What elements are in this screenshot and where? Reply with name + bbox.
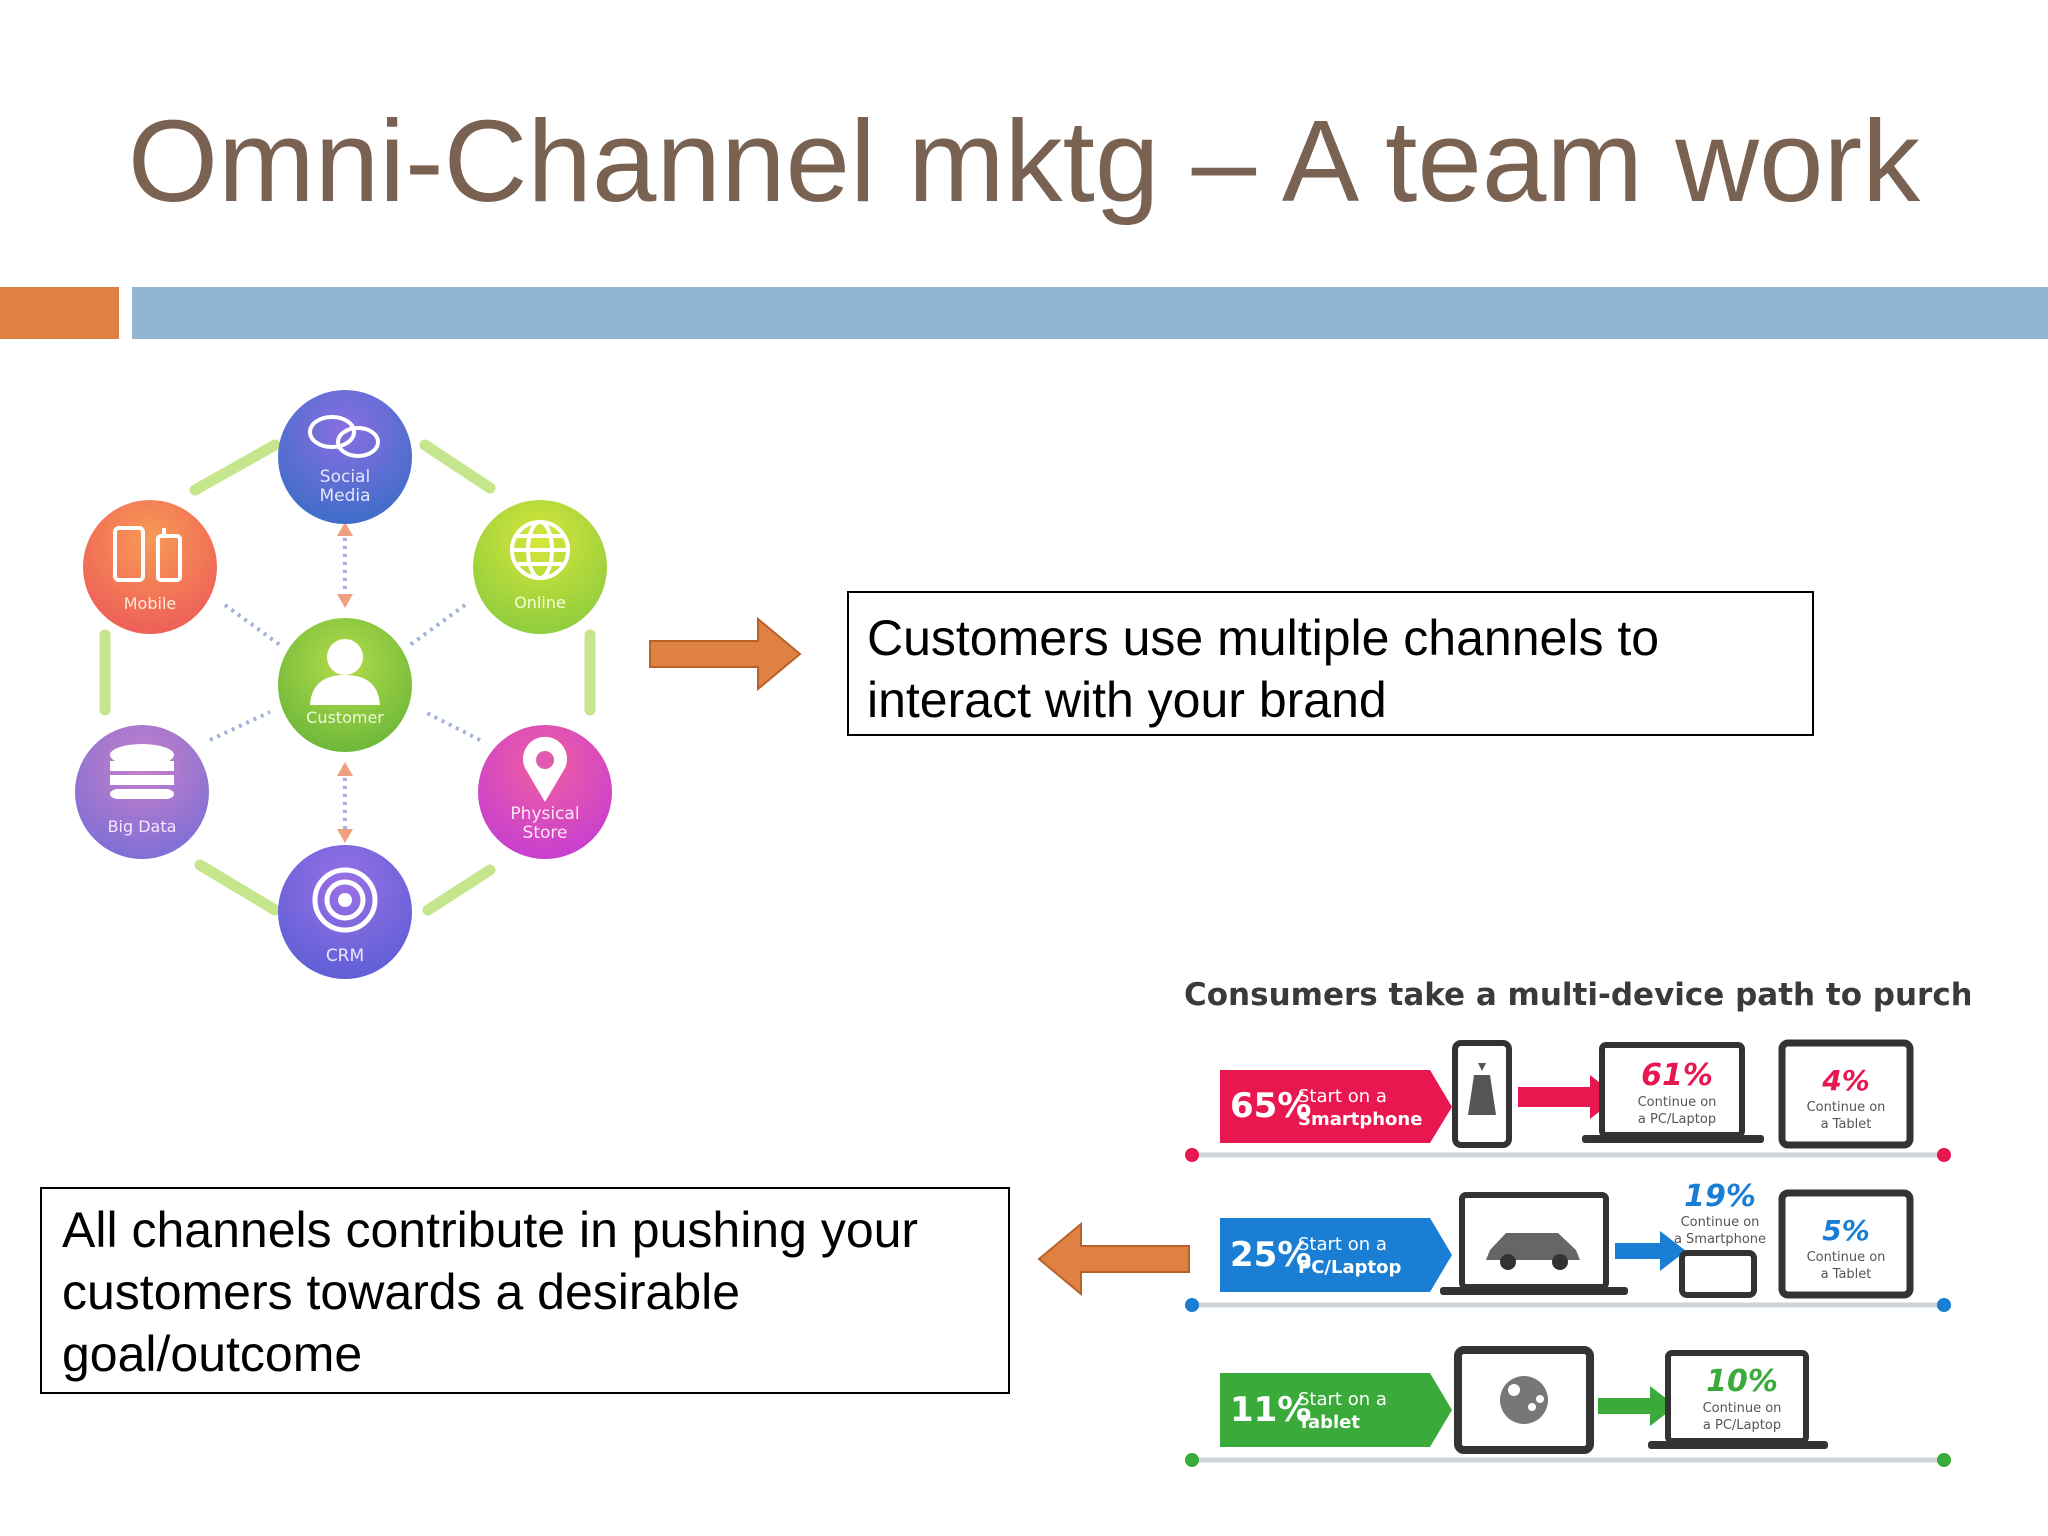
laptop-icon [1582,1042,1764,1143]
step-line1: Continue on [1807,1100,1886,1115]
start-percent: 11% [1230,1390,1311,1430]
speech-bubbles-icon [308,415,380,458]
step-percent: 19% [1684,1179,1756,1214]
ring-connectors [99,439,596,916]
step-line1: Continue on [1638,1095,1717,1110]
channel-node-social-media: Social Media [278,390,412,524]
start-percent: 25% [1230,1235,1311,1275]
gamepad-icon [1500,1376,1548,1424]
start-line1: Start on a [1298,1234,1387,1255]
arrow-icon [1598,1386,1676,1426]
node-label-line2: Media [319,486,370,506]
slide-title: Omni-Channel mktg – A team work [127,96,1921,226]
start-line1: Start on a [1298,1389,1387,1410]
arrow-icon [1518,1075,1618,1119]
arrow-heads [337,522,353,843]
phone-icon [113,526,182,582]
node-label: Big Data [108,817,177,836]
step-percent: 5% [1822,1214,1870,1247]
tablet-icon [1778,1189,1914,1299]
channel-node-physical-store: Physical Store [478,725,612,859]
channels-diagram: Customer Social Media Online Physical St… [75,390,612,979]
laptop-icon [1648,1350,1828,1449]
person-icon [327,639,363,675]
multi-device-infographic: Consumers take a multi-device path to pu… [1184,977,1970,1467]
callout-channels-contribute: All channels contribute in pushing your … [40,1187,1010,1394]
step-line1: Continue on [1703,1401,1782,1416]
database-icon [110,744,174,799]
infographic-title: Consumers take a multi-device path to pu… [1184,977,1970,1013]
channel-node-crm: CRM [278,845,412,979]
node-label-line2: Store [523,823,568,843]
step-percent: 10% [1706,1364,1778,1399]
node-label: Mobile [124,594,176,613]
arrow-left [1037,1222,1190,1296]
arrow-right [649,617,802,691]
header-accent-orange [0,287,119,339]
path-row-smartphone: 65% Start on a Smartphone 61% Continue o… [1185,1039,1951,1162]
tablet-icon [1778,1039,1914,1149]
arrow-icon [1615,1231,1686,1271]
target-icon [312,867,378,933]
callout-customers-channels: Customers use multiple channels to inter… [847,591,1814,736]
globe-icon [510,520,570,580]
dotted-arrows [209,530,481,835]
step-line2: a PC/Laptop [1638,1112,1716,1127]
smartphone-icon [1452,1040,1512,1148]
node-label-line1: Social [320,467,370,487]
start-line2: Smartphone [1298,1109,1422,1130]
channel-node-online: Online [473,500,607,634]
step-percent: 4% [1821,1064,1870,1097]
channel-node-big-data: Big Data [75,725,209,859]
start-line2: PC/Laptop [1298,1257,1401,1278]
path-row-pc-laptop: 25% Start on a PC/Laptop 19% Continue on… [1185,1179,1951,1312]
step-line1: Continue on [1681,1215,1760,1230]
start-line2: Tablet [1298,1412,1360,1433]
node-label: Online [514,593,566,612]
step-line2: a PC/Laptop [1703,1418,1781,1433]
node-label: CRM [326,946,364,966]
start-line1: Start on a [1298,1086,1387,1107]
node-label-line1: Physical [510,804,579,824]
step-line2: a Tablet [1821,1267,1872,1282]
center-label: Customer [306,708,384,727]
header-accent-blue [132,287,2048,339]
smartphone-icon [1679,1250,1757,1298]
car-icon [1486,1233,1580,1270]
step-percent: 61% [1641,1058,1713,1093]
channel-node-mobile: Mobile [83,500,217,634]
step-line1: Continue on [1807,1250,1886,1265]
map-pin-icon [523,736,567,802]
step-line2: a Smartphone [1674,1232,1766,1247]
step-line2: a Tablet [1821,1117,1872,1132]
path-row-tablet: 11% Start on a Tablet 10% Continue on a … [1185,1346,1951,1467]
channel-node-customer: Customer [278,618,412,752]
start-percent: 65% [1230,1086,1311,1126]
